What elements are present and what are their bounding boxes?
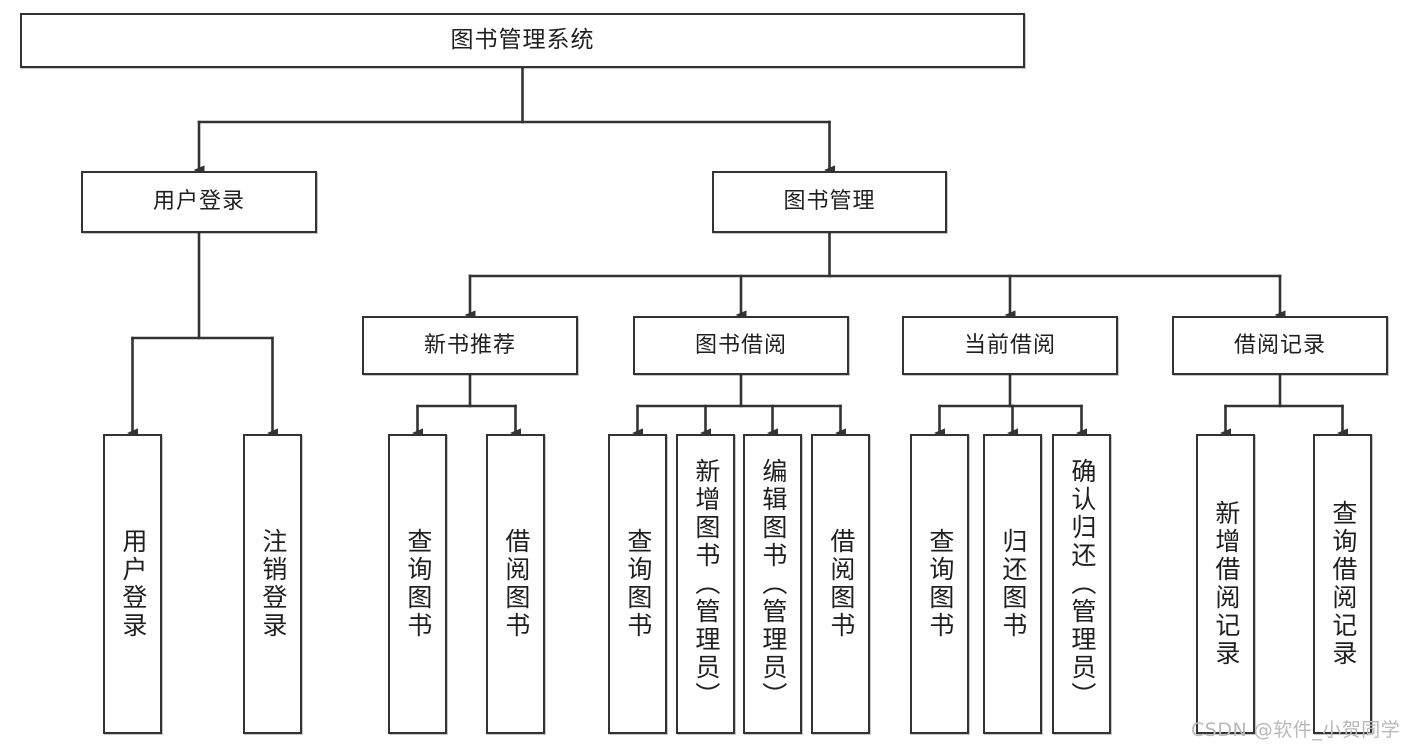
node-history[interactable]: 借阅记录 xyxy=(1172,316,1388,375)
csdn-watermark: CSDN @软件_小贺同学 xyxy=(1191,719,1401,741)
node-leaf13[interactable]: 查询借阅记录 xyxy=(1313,434,1372,734)
node-root[interactable]: 图书管理系统 xyxy=(20,13,1025,68)
node-leaf11[interactable]: 确认归还（管理员） xyxy=(1052,434,1111,734)
node-label: 图书借阅 xyxy=(694,332,787,358)
node-label: 查询图书 xyxy=(925,528,955,640)
node-leaf10[interactable]: 归还图书 xyxy=(983,434,1042,734)
node-label: 图书管理系统 xyxy=(450,27,595,54)
node-label: 查询图书 xyxy=(623,528,653,640)
node-leaf6[interactable]: 新增图书（管理员） xyxy=(676,434,735,734)
node-label: 查询图书 xyxy=(403,528,433,640)
node-label: 图书管理 xyxy=(783,189,876,215)
node-login[interactable]: 用户登录 xyxy=(81,171,317,233)
node-leaf12[interactable]: 新增借阅记录 xyxy=(1196,434,1255,734)
node-label: 新书推荐 xyxy=(423,332,516,358)
node-label: 借阅图书 xyxy=(501,528,531,640)
node-leaf2[interactable]: 注销登录 xyxy=(243,434,302,734)
node-leaf4[interactable]: 借阅图书 xyxy=(486,434,545,734)
node-label: 归还图书 xyxy=(998,528,1028,640)
node-leaf8[interactable]: 借阅图书 xyxy=(811,434,870,734)
node-leaf1[interactable]: 用户登录 xyxy=(103,434,162,734)
node-leaf3[interactable]: 查询图书 xyxy=(388,434,447,734)
node-label: 注销登录 xyxy=(258,528,288,640)
node-label: 借阅图书 xyxy=(826,528,856,640)
node-label: 用户登录 xyxy=(152,189,245,215)
node-leaf7[interactable]: 编辑图书（管理员） xyxy=(743,434,802,734)
node-newrec[interactable]: 新书推荐 xyxy=(362,316,578,375)
node-label: 用户登录 xyxy=(118,528,148,640)
node-label: 查询借阅记录 xyxy=(1328,500,1358,668)
node-label: 新增借阅记录 xyxy=(1211,500,1241,668)
node-bookmgmt[interactable]: 图书管理 xyxy=(712,171,947,233)
node-label: 新增图书（管理员） xyxy=(691,458,721,710)
node-leaf5[interactable]: 查询图书 xyxy=(608,434,667,734)
edge-group xyxy=(127,66,1348,438)
node-borrow[interactable]: 图书借阅 xyxy=(633,316,849,375)
node-label: 编辑图书（管理员） xyxy=(758,458,788,710)
node-label: 确认归还（管理员） xyxy=(1067,458,1097,710)
node-current[interactable]: 当前借阅 xyxy=(902,316,1118,375)
node-leaf9[interactable]: 查询图书 xyxy=(910,434,969,734)
node-label: 借阅记录 xyxy=(1233,332,1326,358)
node-label: 当前借阅 xyxy=(963,332,1056,358)
